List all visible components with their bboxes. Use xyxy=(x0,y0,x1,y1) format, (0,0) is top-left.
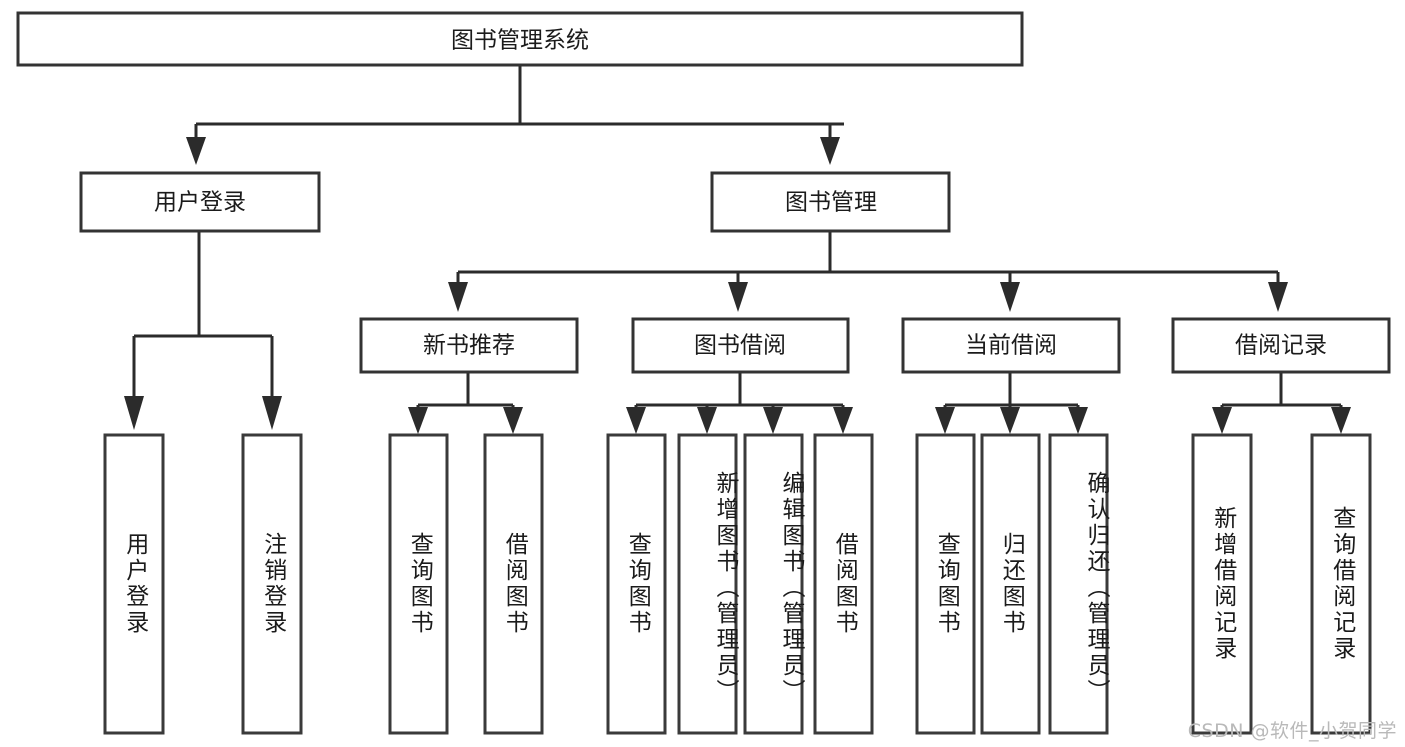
node-user-login-label: 用户登录 xyxy=(154,190,246,216)
arrowhead-book-borrow-leaf-3 xyxy=(763,407,783,434)
leaf-borrow-book-2-box[interactable] xyxy=(813,433,874,735)
leaf-user-login-box[interactable] xyxy=(103,433,165,735)
node-borrow-record-label: 借阅记录 xyxy=(1235,333,1327,359)
leaf-edit-book-box[interactable] xyxy=(743,433,804,735)
node-book-manage-box[interactable] xyxy=(710,171,951,233)
node-root[interactable]: 图书管理系统 xyxy=(16,11,1024,67)
leaf-query-book-1-box[interactable] xyxy=(388,433,449,735)
node-borrow-record-box[interactable] xyxy=(1171,317,1391,374)
arrowhead-current-borrow-leaf-2 xyxy=(1000,407,1020,434)
arrowhead-root-to-book-manage xyxy=(820,137,840,165)
node-new-book-recommend-label: 新书推荐 xyxy=(423,333,515,359)
node-user-login[interactable]: 用户登录 xyxy=(79,171,321,233)
arrowhead-root-to-user-login xyxy=(186,137,206,165)
leaf-query-book-2-box[interactable] xyxy=(606,433,667,735)
node-new-book-recommend[interactable]: 新书推荐 xyxy=(359,317,579,374)
leaf-confirm-return-box[interactable] xyxy=(1048,433,1109,735)
arrowhead-borrow-record-leaf-1 xyxy=(1212,407,1232,434)
leaf-user-logout-box[interactable] xyxy=(241,433,303,735)
node-book-borrow-label: 图书借阅 xyxy=(694,333,786,359)
node-book-borrow-box[interactable] xyxy=(631,317,850,374)
node-book-manage-label: 图书管理 xyxy=(785,190,877,216)
arrowhead-current-borrow-leaf-3 xyxy=(1068,407,1088,434)
arrowhead-book-borrow-leaf-4 xyxy=(833,407,853,434)
arrowhead-book-manage-book-borrow xyxy=(728,282,748,312)
leaf-add-book-box[interactable] xyxy=(677,433,738,735)
leaf-query-record-box[interactable] xyxy=(1310,433,1372,735)
node-current-borrow[interactable]: 当前借阅 xyxy=(901,317,1121,374)
node-current-borrow-label: 当前借阅 xyxy=(965,333,1057,359)
arrowhead-book-manage-current-borrow xyxy=(1000,282,1020,312)
node-borrow-record[interactable]: 借阅记录 xyxy=(1171,317,1391,374)
node-root-box[interactable] xyxy=(16,11,1024,67)
connector-group xyxy=(124,65,1351,434)
leaf-boxes xyxy=(103,433,1372,735)
node-book-manage[interactable]: 图书管理 xyxy=(710,171,951,233)
node-root-label: 图书管理系统 xyxy=(451,28,589,54)
arrowhead-new-book-leaf-1 xyxy=(408,407,428,434)
node-book-borrow[interactable]: 图书借阅 xyxy=(631,317,850,374)
leaf-return-book-box[interactable] xyxy=(980,433,1041,735)
arrowhead-new-book-leaf-2 xyxy=(503,407,523,434)
arrowhead-book-borrow-leaf-1 xyxy=(626,407,646,434)
node-current-borrow-box[interactable] xyxy=(901,317,1121,374)
arrowhead-user-login-leaf-1 xyxy=(124,396,144,430)
leaf-query-book-3-box[interactable] xyxy=(915,433,976,735)
node-user-login-box[interactable] xyxy=(79,171,321,233)
arrowhead-user-login-leaf-2 xyxy=(262,396,282,430)
node-new-book-recommend-box[interactable] xyxy=(359,317,579,374)
csdn-watermark: CSDN @软件_小贺同学 xyxy=(1187,720,1397,742)
arrowhead-book-borrow-leaf-2 xyxy=(697,407,717,434)
arrowhead-book-manage-borrow-record xyxy=(1268,282,1288,312)
leaf-borrow-book-1-box[interactable] xyxy=(483,433,544,735)
arrowhead-book-manage-new-book xyxy=(448,282,468,312)
arrowhead-borrow-record-leaf-2 xyxy=(1331,407,1351,434)
leaf-add-record-box[interactable] xyxy=(1191,433,1253,735)
arrowhead-current-borrow-leaf-1 xyxy=(935,407,955,434)
